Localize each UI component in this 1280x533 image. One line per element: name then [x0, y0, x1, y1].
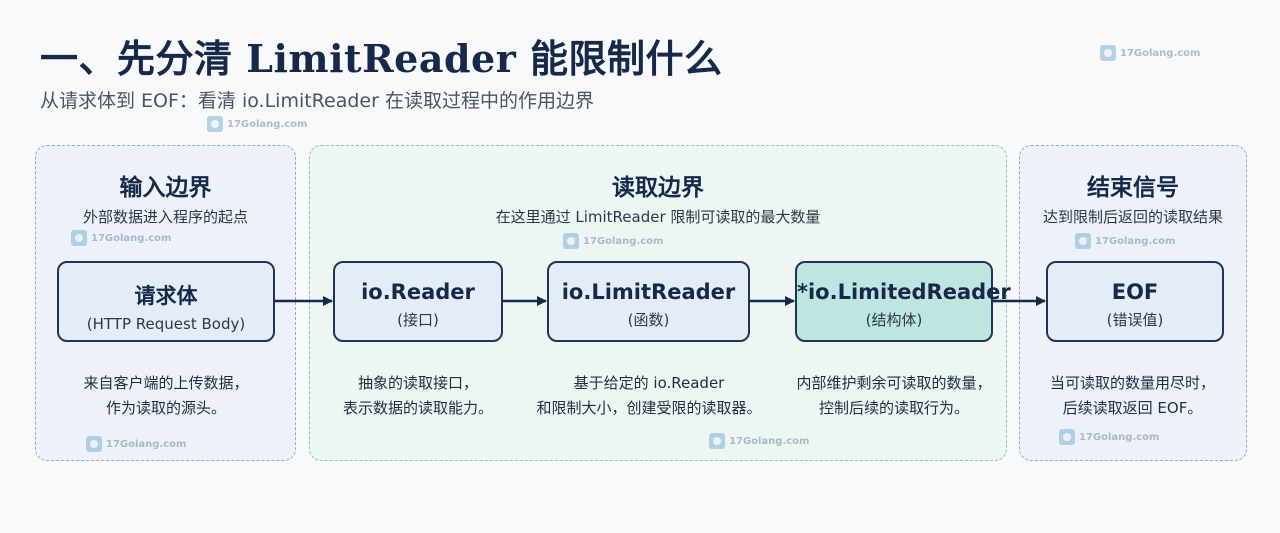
watermark-logo-icon	[563, 233, 579, 249]
watermark-logo-icon	[1100, 45, 1116, 61]
watermark: 17Golang.com	[563, 233, 663, 249]
desc-io-limitreader: 基于给定的 io.Reader 和限制大小，创建受限的读取器。	[518, 371, 780, 421]
desc-line: 基于给定的 io.Reader	[573, 374, 725, 392]
watermark-text: 17Golang.com	[106, 438, 187, 450]
desc-line: 控制后续的读取行为。	[818, 399, 969, 417]
node-io-limitedreader-subtitle: (结构体)	[865, 311, 923, 329]
watermark: 17Golang.com	[1059, 429, 1159, 445]
node-request-body-subtitle: (HTTP Request Body)	[86, 315, 246, 333]
node-io-limitreader: io.LimitReader (函数)	[547, 261, 750, 342]
read-boundary-subtitle: 在这里通过 LimitReader 限制可读取的最大数量	[495, 208, 821, 226]
node-io-limitedreader-title: *io.LimitedReader	[797, 280, 1011, 304]
watermark: 17Golang.com	[709, 433, 809, 449]
watermark: 17Golang.com	[71, 230, 171, 246]
desc-line: 当可读取的数量用尽时，	[1049, 374, 1215, 392]
desc-line: 来自客户端的上传数据，	[83, 374, 249, 392]
desc-request-body: 来自客户端的上传数据， 作为读取的源头。	[57, 371, 275, 421]
watermark-logo-icon	[86, 436, 102, 452]
desc-line: 作为读取的源头。	[105, 399, 226, 417]
node-io-reader: io.Reader (接口)	[333, 261, 503, 342]
watermark: 17Golang.com	[1075, 233, 1175, 249]
desc-line: 表示数据的读取能力。	[342, 399, 493, 417]
node-eof: EOF (错误值)	[1046, 261, 1224, 342]
watermark-logo-icon	[1059, 429, 1075, 445]
desc-line: 抽象的读取接口，	[357, 374, 478, 392]
watermark-logo-icon	[71, 230, 87, 246]
node-request-body: 请求体 (HTTP Request Body)	[57, 261, 275, 342]
watermark-logo-icon	[709, 433, 725, 449]
read-boundary-title: 读取边界	[612, 175, 704, 201]
watermark-text: 17Golang.com	[1079, 431, 1160, 443]
input-boundary-subtitle: 外部数据进入程序的起点	[82, 208, 248, 226]
node-eof-title: EOF	[1111, 280, 1159, 304]
watermark-text: 17Golang.com	[1120, 47, 1201, 59]
watermark: 17Golang.com	[86, 436, 186, 452]
end-signal-subtitle: 达到限制后返回的读取结果	[1042, 208, 1223, 226]
desc-io-limitedreader: 内部维护剩余可读取的数量， 控制后续的读取行为。	[780, 371, 1008, 421]
node-io-limitedreader: *io.LimitedReader (结构体)	[795, 261, 1011, 342]
node-io-reader-title: io.Reader	[361, 280, 475, 304]
watermark: 17Golang.com	[207, 116, 307, 132]
desc-line: 后续读取返回 EOF。	[1062, 399, 1203, 417]
desc-line: 内部维护剩余可读取的数量，	[796, 374, 992, 392]
watermark-logo-icon	[207, 116, 223, 132]
watermark-text: 17Golang.com	[227, 118, 308, 130]
node-io-limitreader-title: io.LimitReader	[561, 280, 736, 304]
end-signal-title: 结束信号	[1087, 175, 1179, 201]
input-boundary-title: 输入边界	[119, 175, 212, 201]
node-request-body-title: 请求体	[134, 284, 198, 308]
node-eof-subtitle: (错误值)	[1106, 311, 1164, 329]
watermark-text: 17Golang.com	[1095, 235, 1176, 247]
desc-line: 和限制大小，创建受限的读取器。	[536, 399, 762, 417]
watermark-text: 17Golang.com	[729, 435, 810, 447]
page-title: 一、先分清 LimitReader 能限制什么	[40, 36, 723, 81]
watermark-logo-icon	[1075, 233, 1091, 249]
desc-eof: 当可读取的数量用尽时， 后续读取返回 EOF。	[1030, 371, 1235, 421]
page-subtitle: 从请求体到 EOF：看清 io.LimitReader 在读取过程中的作用边界	[40, 90, 594, 112]
node-io-limitreader-subtitle: (函数)	[627, 311, 670, 329]
node-io-reader-subtitle: (接口)	[397, 311, 439, 329]
watermark-text: 17Golang.com	[583, 235, 664, 247]
desc-io-reader: 抽象的读取接口， 表示数据的读取能力。	[318, 371, 518, 421]
watermark: 17Golang.com	[1100, 45, 1200, 61]
watermark-text: 17Golang.com	[91, 232, 172, 244]
